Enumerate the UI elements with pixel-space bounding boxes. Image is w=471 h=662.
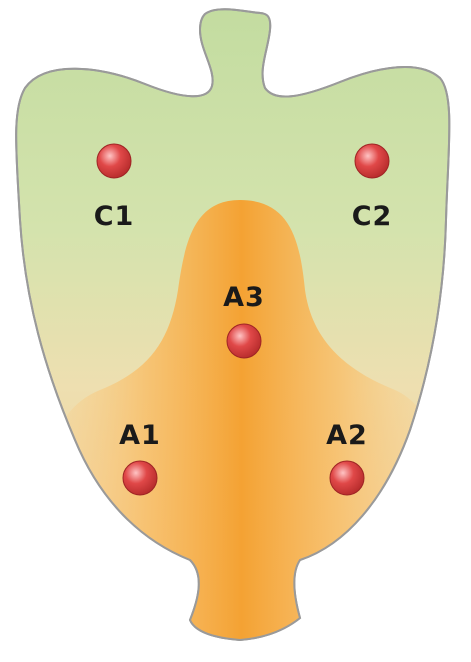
point-a2-label: A2 <box>326 420 368 451</box>
point-c2-dot <box>355 144 389 178</box>
point-a3-dot <box>227 324 261 358</box>
point-c1-dot <box>97 144 131 178</box>
point-a3-label: A3 <box>223 282 265 313</box>
point-c1-label: C1 <box>94 201 135 232</box>
point-a1-label: A1 <box>119 420 161 451</box>
point-c2-label: C2 <box>352 201 393 232</box>
point-a2-dot <box>330 461 364 495</box>
point-a1-dot <box>123 461 157 495</box>
